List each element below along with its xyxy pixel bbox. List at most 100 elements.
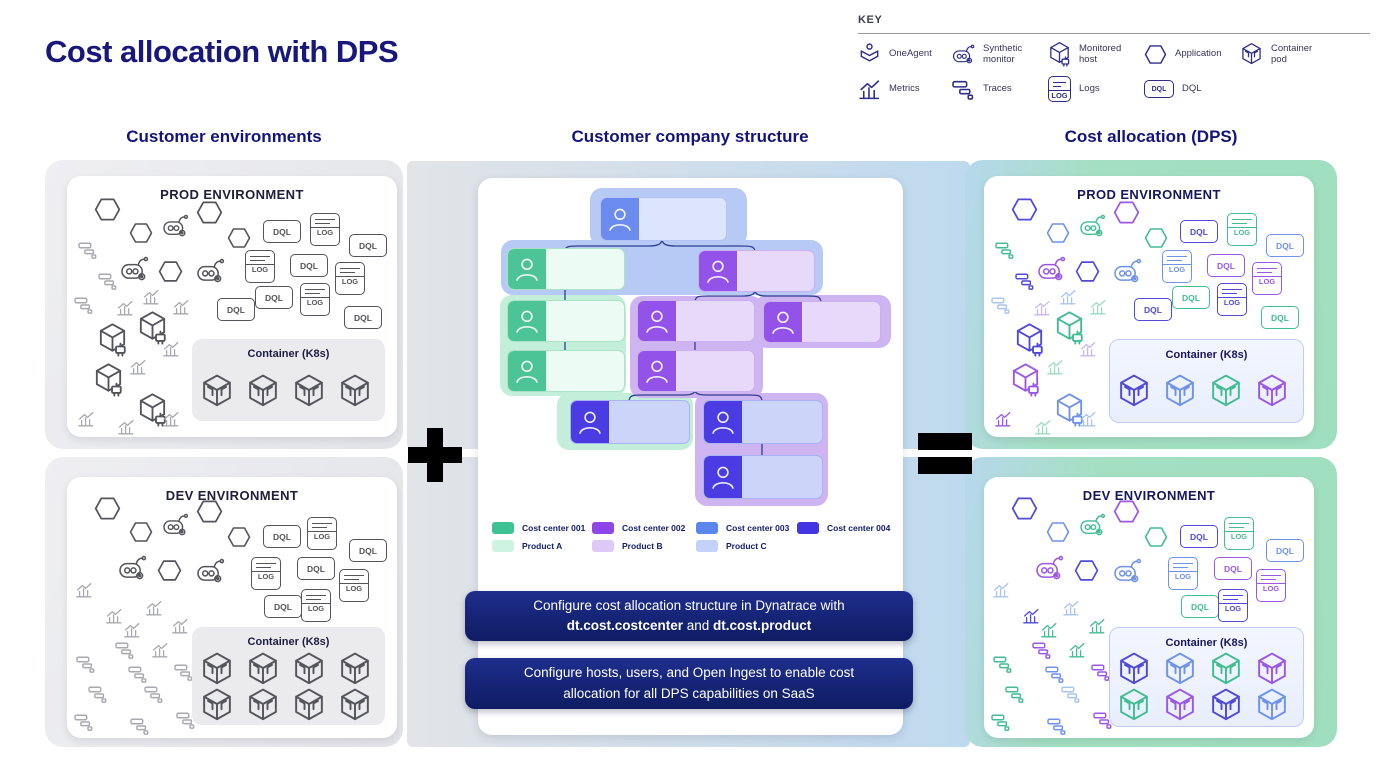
legend-swatch: [492, 522, 514, 534]
synthetic-monitor-icon: [1035, 555, 1064, 580]
application-icon: [129, 521, 153, 543]
log-box: LOG: [310, 213, 340, 246]
org-person-node: [637, 300, 755, 342]
key-item-application: Application: [1144, 41, 1221, 67]
key-item-traces: Traces: [952, 76, 1012, 102]
log-box: LOG: [301, 589, 331, 622]
application-icon: [1011, 197, 1038, 222]
person-icon: [638, 301, 676, 341]
synthetic-monitor-icon: [1079, 214, 1106, 237]
person-icon: [699, 251, 737, 291]
org-person-node: [570, 400, 690, 444]
metrics-icon: [1033, 300, 1051, 316]
traces-icon: [115, 641, 135, 659]
dql-box: DQL: [1172, 286, 1210, 309]
org-node-body: [546, 249, 624, 289]
person-icon: [508, 301, 546, 341]
container-pod-icon: [1163, 651, 1197, 687]
container-pod-icon: [292, 651, 326, 687]
dql-box: DQL: [1134, 298, 1172, 321]
person-icon: [508, 351, 546, 391]
application-icon: [1075, 260, 1100, 283]
container-k8s-label: Container (K8s): [1165, 349, 1248, 361]
application-icon: [157, 559, 182, 582]
person-icon: [638, 351, 676, 391]
traces-icon: [78, 241, 98, 259]
dql-box: DQL: [263, 525, 301, 548]
monitored-host-icon: [1054, 310, 1085, 345]
org-connectors: [564, 238, 822, 455]
container-pod-icon: [1209, 373, 1243, 409]
metrics-icon: [994, 411, 1012, 427]
monitored-host-icon: [93, 362, 124, 397]
banner-text-segment: allocation for all DPS capabilities on S…: [563, 685, 815, 701]
key-item-label: Monitored host: [1079, 42, 1122, 65]
key-divider: [858, 33, 1370, 34]
person-icon: [601, 198, 639, 240]
dql-box: DQL: [263, 220, 301, 243]
org-node-body: [742, 401, 822, 443]
legend-label: Cost center 003: [726, 523, 790, 533]
traces-icon: [1047, 717, 1067, 735]
log-box: LOG: [1168, 557, 1198, 590]
plus-operator: [408, 428, 462, 482]
container-pod-icon: [338, 373, 372, 409]
application-icon: [196, 200, 223, 225]
card-title: PROD ENVIRONMENT: [1077, 187, 1221, 202]
application-icon: [1144, 44, 1167, 65]
traces-icon: [991, 296, 1011, 314]
org-node-body: [737, 251, 814, 291]
dql-box: DQL: [1180, 220, 1218, 243]
key-item-label: Application: [1175, 48, 1222, 60]
application-icon: [1113, 499, 1140, 524]
container-pod-icon: [1117, 651, 1151, 687]
metrics-icon: [77, 411, 95, 427]
card-title: PROD ENVIRONMENT: [160, 187, 304, 202]
dql-box: DQL: [290, 254, 328, 277]
traces-icon: [1093, 711, 1113, 729]
org-person-node: [763, 301, 881, 343]
banner-text-line: allocation for all DPS capabilities on S…: [465, 684, 913, 704]
metrics-icon: [1089, 299, 1107, 315]
banner-text-segment: Configure cost allocation structure in D…: [533, 597, 845, 613]
traces-icon: [128, 665, 148, 683]
traces-icon: [88, 685, 108, 703]
log-box: LOG: [1217, 283, 1247, 316]
container-pod-icon: [292, 687, 326, 723]
legend-swatch: [696, 540, 718, 552]
person-icon: [764, 302, 802, 342]
log-box: LOG: [251, 557, 281, 590]
org-node-body: [639, 198, 726, 240]
legend-swatch: [592, 522, 614, 534]
key-item-label: Logs: [1079, 83, 1100, 95]
dql-box: DQL: [349, 234, 387, 257]
card-title: DEV ENVIRONMENT: [165, 488, 299, 503]
log-box: LOG: [339, 569, 369, 602]
banner-text-segment: dt.cost.costcenter: [566, 618, 683, 633]
container-pod-icon: [1255, 651, 1289, 687]
metrics-icon: [145, 600, 163, 616]
container-pod-icon: [246, 651, 280, 687]
person-icon: [704, 401, 742, 443]
log-box: LOG: [1218, 589, 1248, 622]
traces-icon: [995, 241, 1015, 259]
monitored-host-icon: [1014, 322, 1045, 357]
org-person-node: [698, 250, 815, 292]
synthetic-monitor-icon: [196, 258, 225, 283]
legend-label: Product B: [622, 541, 663, 551]
application-icon: [196, 499, 223, 524]
metrics-icon: [123, 622, 141, 638]
key-item-label: OneAgent: [889, 48, 932, 60]
container-pod-icon: [1240, 42, 1263, 66]
dql-box: DQL: [1207, 254, 1245, 277]
container-pod-icon: [200, 687, 234, 723]
application-icon: [1144, 227, 1168, 249]
key-item-label: Metrics: [889, 83, 920, 95]
column-header-company-structure: Customer company structure: [571, 127, 809, 146]
org-person-node: [507, 350, 625, 392]
metrics-icon: [172, 299, 190, 315]
key-item-monitored-host: Monitored host: [1048, 41, 1121, 67]
dql-box: DQL: [1144, 80, 1174, 98]
